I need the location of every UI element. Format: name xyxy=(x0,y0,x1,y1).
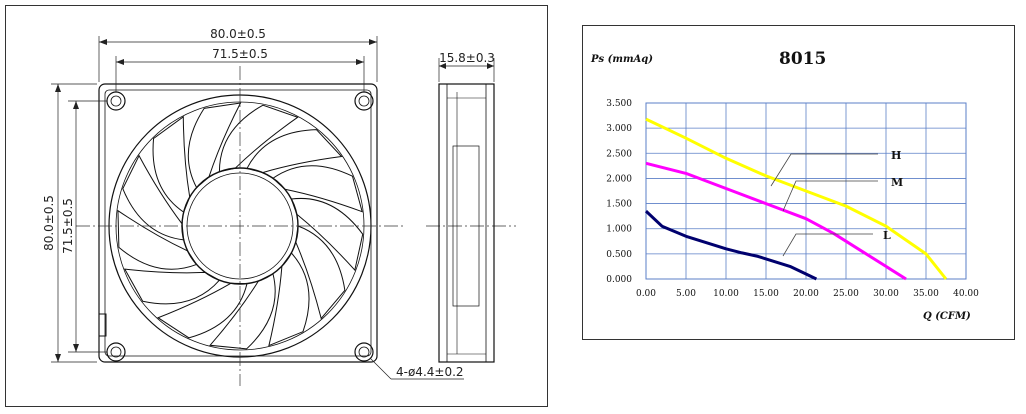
y-tick-label: 3.000 xyxy=(606,124,632,134)
mounting-hole-tl-inner xyxy=(110,95,122,107)
x-tick-label: 5.00 xyxy=(676,289,696,299)
series-line-l xyxy=(644,210,818,281)
x-tick-label: 20.00 xyxy=(793,289,819,299)
series-leader-m xyxy=(782,180,878,212)
dim-text-outer-height: 80.0±0.5 xyxy=(42,195,56,251)
fan-frame-outer xyxy=(98,83,378,363)
y-tick-label: 1.000 xyxy=(606,225,632,235)
chart-grid xyxy=(645,102,967,280)
wire-notch xyxy=(99,313,107,337)
pq-curve-chart: 8015 Ps (mmAq) Q (CFM) 0.000 0.500 1.000 1.… xyxy=(582,25,1015,340)
x-tick-label: 25.00 xyxy=(833,289,859,299)
center-lines xyxy=(76,66,516,386)
chart-x-ticks: 0.00 5.00 10.00 15.00 20.00 25.00 30.00 35.00 40… xyxy=(636,289,979,299)
series-label-m: M xyxy=(891,176,903,189)
mounting-hole-bl-inner xyxy=(110,346,122,358)
series-line-h xyxy=(645,117,948,280)
fan-blade xyxy=(117,209,198,270)
x-tick-label: 35.00 xyxy=(913,289,939,299)
mounting-hole-tl xyxy=(106,91,126,111)
y-tick-label: 2.000 xyxy=(606,174,632,184)
fan-blade xyxy=(123,268,221,305)
dimension-arrows xyxy=(55,39,494,362)
dim-text-outer-width: 80.0±0.5 xyxy=(210,27,266,41)
fan-front-view xyxy=(98,83,378,363)
fan-blade xyxy=(268,252,310,347)
fan-drawing-svg: 80.0±0.5 71.5±0.5 15.8±0.3 80.0±0.5 71.5… xyxy=(42,27,516,386)
series-label-l: L xyxy=(883,229,891,242)
fan-blade xyxy=(218,104,299,173)
fan-blades xyxy=(117,102,364,350)
fan-blade xyxy=(187,102,242,189)
fan-blade xyxy=(152,115,191,213)
chart-xlabel: Q (CFM) xyxy=(923,311,971,322)
fan-blade xyxy=(156,282,248,339)
x-tick-label: 15.00 xyxy=(753,289,779,299)
dim-text-hole-height: 71.5±0.5 xyxy=(61,198,75,254)
mounting-hole-br xyxy=(354,342,374,362)
y-tick-label: 2.500 xyxy=(606,149,632,159)
dimension-lines xyxy=(51,36,495,380)
fan-blade xyxy=(122,154,185,241)
side-flanges xyxy=(447,97,486,355)
x-tick-label: 40.00 xyxy=(953,289,979,299)
dim-text-thickness: 15.8±0.3 xyxy=(439,51,495,65)
side-frame xyxy=(438,83,495,363)
series-label-h: H xyxy=(891,149,901,162)
hole-leader xyxy=(369,357,392,380)
x-tick-label: 0.00 xyxy=(636,289,656,299)
mounting-hole-tr-inner xyxy=(358,95,370,107)
series-line-m xyxy=(645,161,907,281)
x-tick-label: 10.00 xyxy=(713,289,739,299)
fan-side-view xyxy=(438,83,495,363)
y-tick-label: 0.000 xyxy=(606,275,632,285)
y-tick-label: 3.500 xyxy=(606,99,632,109)
fan-blade xyxy=(272,165,363,213)
y-tick-label: 0.500 xyxy=(606,250,632,260)
mounting-hole-br-inner xyxy=(358,346,370,358)
fan-blade xyxy=(290,197,364,272)
chart-title: 8015 xyxy=(779,49,826,69)
mounting-hole-tr xyxy=(354,91,374,111)
mounting-hole-bl xyxy=(106,342,126,362)
chart-y-ticks: 0.000 0.500 1.000 1.500 2.000 2.500 3.000 3.500 xyxy=(606,99,632,285)
series-leader-l xyxy=(782,233,873,257)
series-leader-h xyxy=(770,153,878,187)
x-tick-label: 30.00 xyxy=(873,289,899,299)
fan-dimension-drawing: 80.0±0.5 71.5±0.5 15.8±0.3 80.0±0.5 71.5… xyxy=(5,5,548,407)
pq-chart-svg: 8015 Ps (mmAq) Q (CFM) 0.000 0.500 1.000 1.… xyxy=(590,49,979,322)
chart-series-labels: H M L xyxy=(770,149,903,257)
dim-text-holes: 4-ø4.4±0.2 xyxy=(396,365,464,379)
fan-blade xyxy=(246,129,343,174)
dim-text-hole-width: 71.5±0.5 xyxy=(212,47,268,61)
chart-ylabel: Ps (mmAq) xyxy=(590,54,653,65)
side-hub xyxy=(452,145,480,307)
y-tick-label: 1.500 xyxy=(606,200,632,210)
fan-blade xyxy=(209,273,276,350)
chart-series xyxy=(644,117,948,281)
fan-blade xyxy=(295,225,346,320)
